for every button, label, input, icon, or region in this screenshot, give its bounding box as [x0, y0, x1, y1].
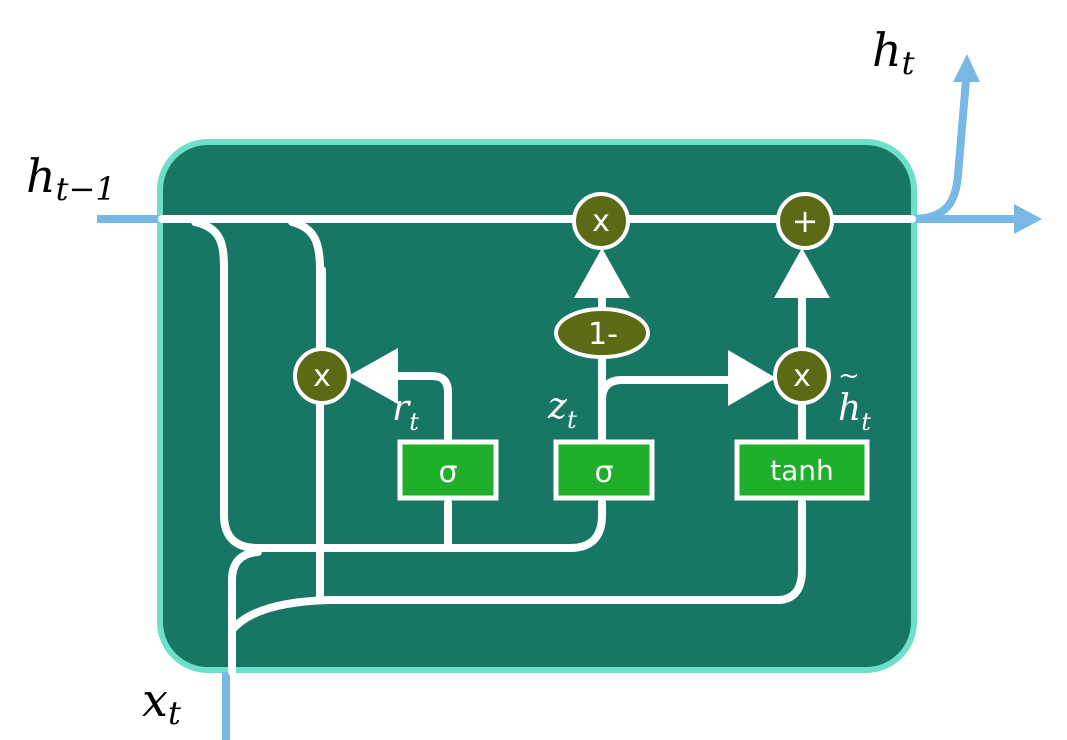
h-output-right-arrowhead [1014, 204, 1042, 234]
add-arrowhead [774, 248, 830, 298]
candidate-multiply-label: x [793, 359, 811, 394]
external-lines [97, 79, 1018, 740]
one-minus-label: 1- [588, 317, 618, 352]
reset-output-wire [378, 372, 452, 446]
one-minus-ellipse [554, 307, 650, 359]
reset-gate-box [397, 439, 499, 501]
candidate-gate: tanh [734, 439, 870, 501]
x-input-wiring [228, 548, 262, 676]
candidate-input-wiring [228, 499, 806, 634]
update-gate-box [553, 439, 655, 501]
reset-multiply-circle [293, 347, 351, 405]
h-prev-branch-outer [191, 218, 606, 552]
h-out-label: ht [872, 23, 915, 82]
add-circle [776, 192, 834, 250]
reset-gate: σ [397, 439, 499, 501]
x-in-label: xt [142, 673, 181, 732]
internal-wiring [158, 215, 916, 676]
candidate-gate-box [734, 439, 870, 501]
h-prev-label: ht−1 [26, 149, 116, 208]
reset-multiply-op: x [293, 347, 351, 405]
candidate-multiply-op: x [773, 347, 831, 405]
top-multiply-circle [572, 192, 630, 250]
h-tilde-t-label: ht [838, 388, 871, 436]
add-op: + [776, 192, 834, 250]
update-gate-label: σ [594, 455, 613, 490]
update-gate: σ [553, 439, 655, 501]
add-label: + [792, 202, 819, 240]
candidate-multiply-circle [773, 347, 831, 405]
candidate-gate-label: tanh [770, 454, 834, 487]
top-multiply-label: x [592, 204, 610, 239]
reset-arrowhead [348, 348, 398, 404]
cell-box [157, 139, 917, 673]
one-minus-op: 1- [554, 307, 650, 359]
one-minus-arrowhead [574, 248, 630, 298]
reset-multiply-label: x [313, 359, 331, 394]
h-output-up-arrowhead [953, 54, 980, 82]
z-t-label: zt [547, 386, 577, 434]
h-tilde-mark: ~ [838, 361, 860, 391]
top-multiply-op: x [572, 192, 630, 250]
reset-gate-label: σ [438, 455, 457, 490]
update-arrowhead [728, 350, 776, 406]
r-t-label: rt [392, 388, 419, 436]
h-output-up-branch [911, 79, 970, 223]
